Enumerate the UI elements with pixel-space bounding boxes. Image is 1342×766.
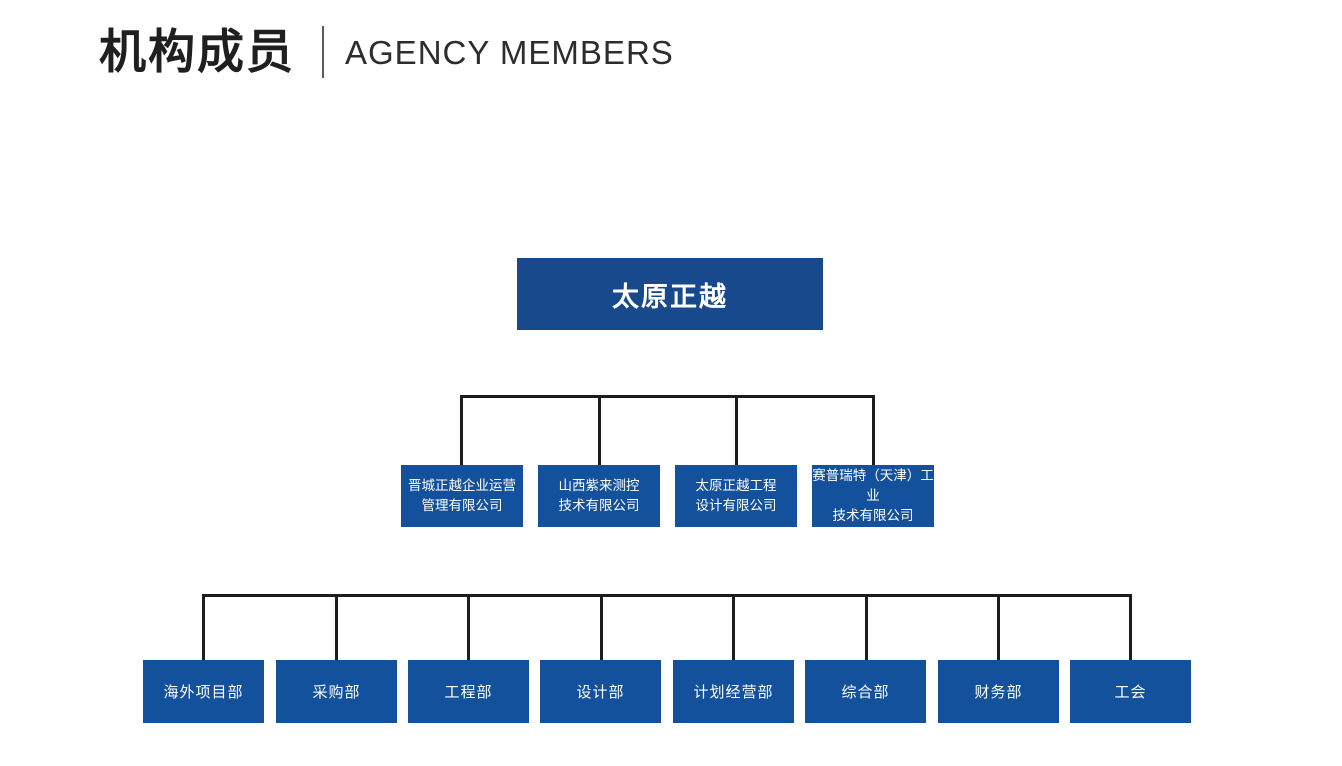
org-node-department-label: 海外项目部 [163, 684, 244, 701]
org-node-company-label-line1: 山西紫来测控 [558, 478, 640, 493]
org-node-company: 太原正越工程 设计有限公司 [675, 465, 797, 527]
org-node-company-label-line2: 技术有限公司 [832, 508, 914, 523]
org-node-root: 太原正越 [517, 258, 823, 330]
org-node-department-label: 设计部 [576, 684, 625, 701]
connector-drop-dept-1 [202, 594, 205, 662]
org-node-company: 晋城正越企业运营 管理有限公司 [401, 465, 523, 527]
org-node-department-label: 财务部 [974, 684, 1023, 701]
org-node-company-label-line2: 技术有限公司 [558, 498, 640, 513]
org-node-department-label: 工程部 [444, 684, 493, 701]
org-node-department: 工会 [1070, 660, 1191, 723]
title-divider-line [322, 26, 324, 78]
connector-drop-dept-2 [335, 594, 338, 662]
connector-drop-dept-3 [467, 594, 470, 662]
org-node-company-label-line1: 太原正越工程 [695, 478, 777, 493]
connector-bar-departments [202, 594, 1132, 597]
connector-drop-dept-4 [600, 594, 603, 662]
org-node-company: 赛普瑞特（天津）工业 技术有限公司 [812, 465, 934, 527]
org-node-department-label: 工会 [1114, 684, 1147, 701]
connector-drop-dept-5 [732, 594, 735, 662]
connector-bar-companies [460, 395, 875, 398]
org-node-department-label: 计划经营部 [693, 684, 774, 701]
org-node-department: 财务部 [938, 660, 1059, 723]
org-node-company-label-line1: 赛普瑞特（天津）工业 [812, 468, 934, 503]
org-node-root-label: 太原正越 [612, 281, 728, 312]
connector-drop-dept-6 [865, 594, 868, 662]
org-node-company-label-line2: 管理有限公司 [421, 498, 503, 513]
org-node-department: 设计部 [540, 660, 661, 723]
org-node-company-label-line1: 晋城正越企业运营 [408, 478, 516, 493]
connector-drop-company-2 [598, 395, 601, 467]
org-node-department: 采购部 [276, 660, 397, 723]
connector-drop-company-3 [735, 395, 738, 467]
connector-drop-dept-7 [997, 594, 1000, 662]
org-node-company-label-line2: 设计有限公司 [695, 498, 777, 513]
org-node-department-label: 综合部 [841, 684, 890, 701]
org-node-company: 山西紫来测控 技术有限公司 [538, 465, 660, 527]
connector-drop-company-1 [460, 395, 463, 467]
connector-drop-company-4 [872, 395, 875, 467]
org-node-department: 工程部 [408, 660, 529, 723]
page-title-chinese: 机构成员 [99, 25, 295, 78]
org-node-department: 综合部 [805, 660, 926, 723]
org-node-department: 计划经营部 [673, 660, 794, 723]
org-node-department: 海外项目部 [143, 660, 264, 723]
connector-drop-dept-8 [1129, 594, 1132, 662]
page-title-english: AGENCY MEMBERS [345, 34, 674, 71]
org-node-department-label: 采购部 [312, 684, 361, 701]
